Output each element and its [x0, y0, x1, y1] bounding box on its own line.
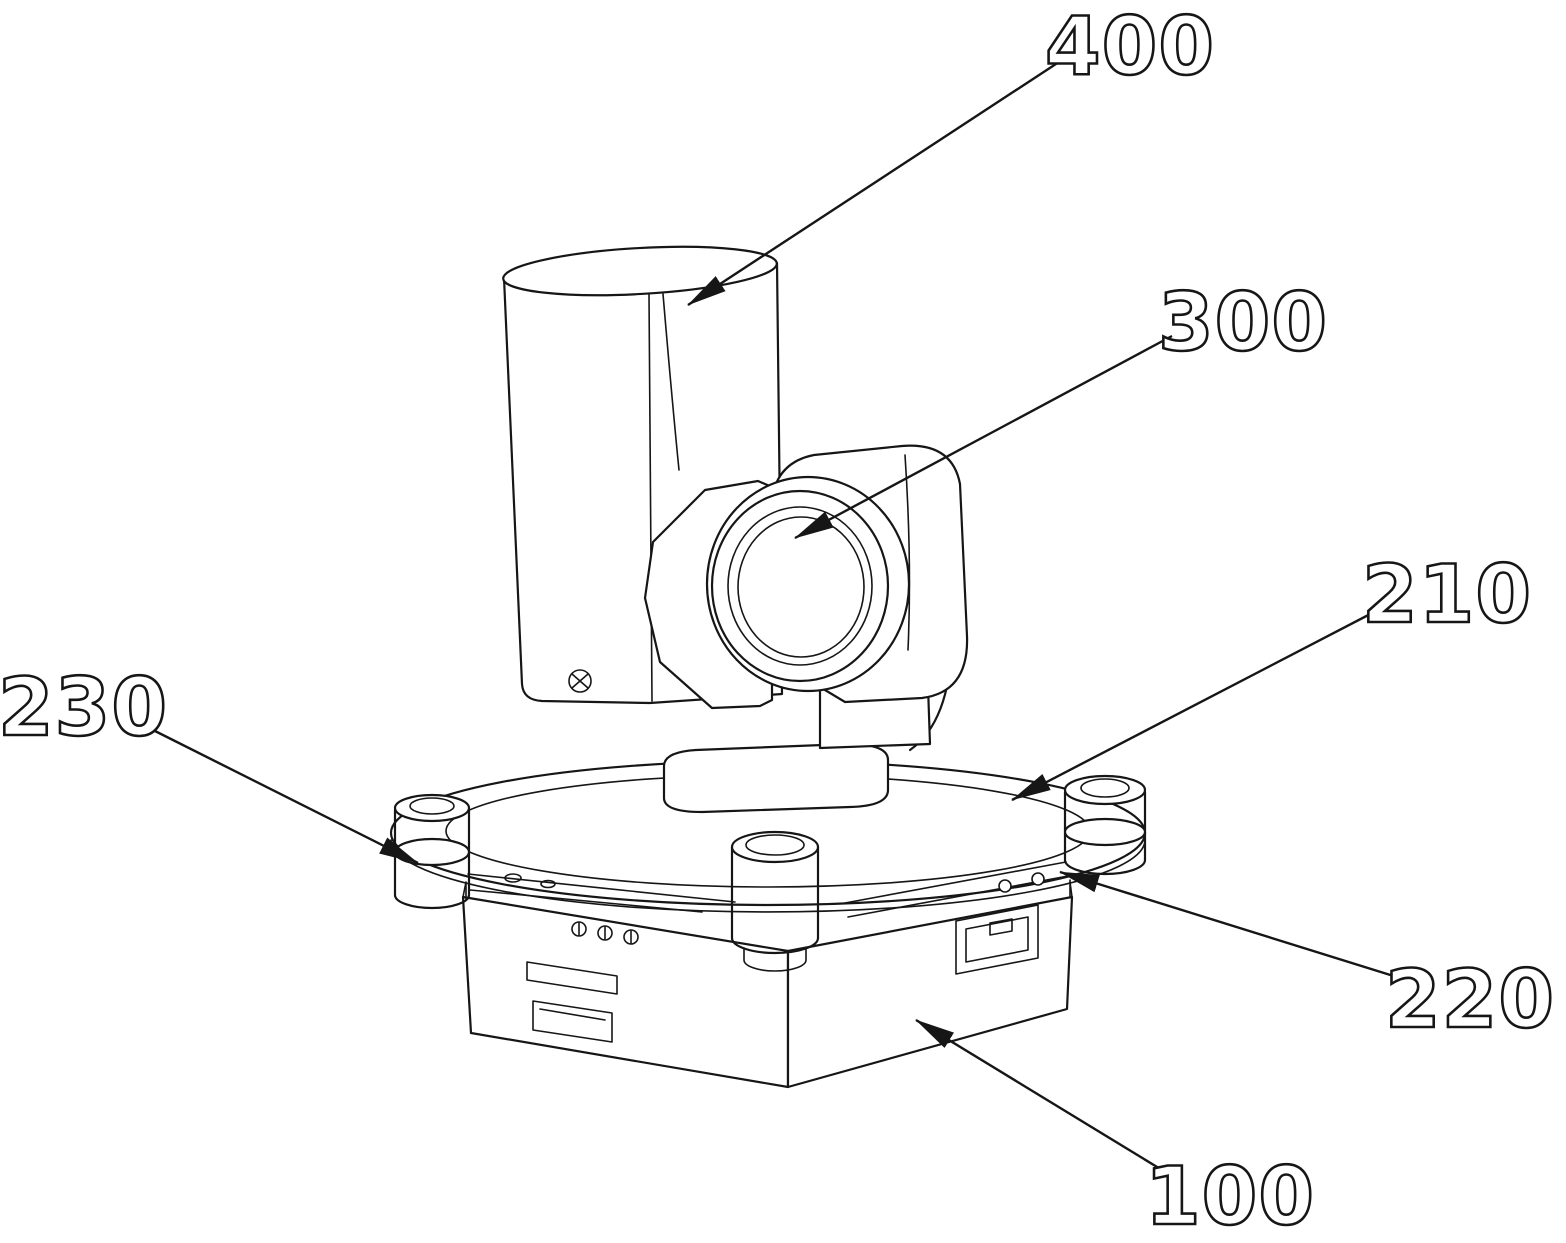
barrel-seam-2 [662, 293, 680, 471]
plate-arm-left [467, 873, 736, 913]
mount-platform [662, 742, 890, 814]
plate-arm-right [844, 861, 1069, 918]
usb-port-inner [539, 1008, 606, 1021]
network-port-inner [965, 916, 1029, 963]
ref-label-400: 400 [1045, 0, 1215, 93]
network-port [955, 904, 1039, 975]
plate-hole [504, 873, 522, 883]
roller-band [393, 837, 471, 867]
front-damper-roller-drawing [730, 830, 820, 972]
leader-line-300 [794, 334, 1173, 540]
roller-top [730, 830, 820, 864]
leader-line-220 [1059, 870, 1401, 980]
screw-slots [578, 922, 632, 944]
camera-body-inner-edge [904, 454, 911, 651]
arm-edge [847, 875, 1069, 918]
ref-label-220: 220 [1385, 953, 1555, 1046]
roller-cap [409, 797, 455, 815]
roller-bottom [730, 936, 820, 955]
roller-cap [1080, 778, 1130, 798]
roller-top [393, 793, 471, 823]
ref-label-230: 230 [0, 661, 168, 754]
barrel-seam [648, 293, 653, 702]
arm-edge [469, 889, 703, 913]
roller-sides [730, 845, 820, 940]
ref-label-100: 100 [1145, 1150, 1315, 1243]
roller-stub [743, 947, 807, 972]
roller-cap [745, 834, 805, 856]
plate-screw [998, 879, 1012, 893]
ref-label-210: 210 [1362, 548, 1532, 641]
arm-edge [467, 873, 736, 903]
leader-lines [152, 58, 1401, 1172]
arm-edge [844, 861, 1067, 904]
leader-line-230 [152, 728, 419, 865]
roller-band [1063, 817, 1147, 847]
roller-bottom [393, 893, 471, 910]
base-housing-drawing [461, 881, 1074, 1089]
base-left-face [461, 895, 790, 1089]
barrel-screw-cross [571, 673, 589, 689]
lens-ring-mid [727, 506, 873, 666]
plate-screw [1031, 872, 1045, 886]
ref-label-300: 300 [1158, 276, 1328, 369]
left-damper-roller-drawing [393, 793, 471, 910]
network-port-tab [989, 918, 1013, 936]
leader-line-400 [687, 58, 1063, 307]
port-slot [526, 961, 618, 995]
right-damper-roller-drawing [1063, 774, 1147, 876]
leader-line-210 [1011, 608, 1379, 802]
roller-bottom [1063, 858, 1147, 876]
plate-hole [540, 879, 556, 889]
camera-module-drawing [643, 444, 969, 750]
leader-line-100 [915, 1018, 1163, 1172]
roller-top [1063, 774, 1147, 806]
roller-sides [1063, 790, 1147, 862]
